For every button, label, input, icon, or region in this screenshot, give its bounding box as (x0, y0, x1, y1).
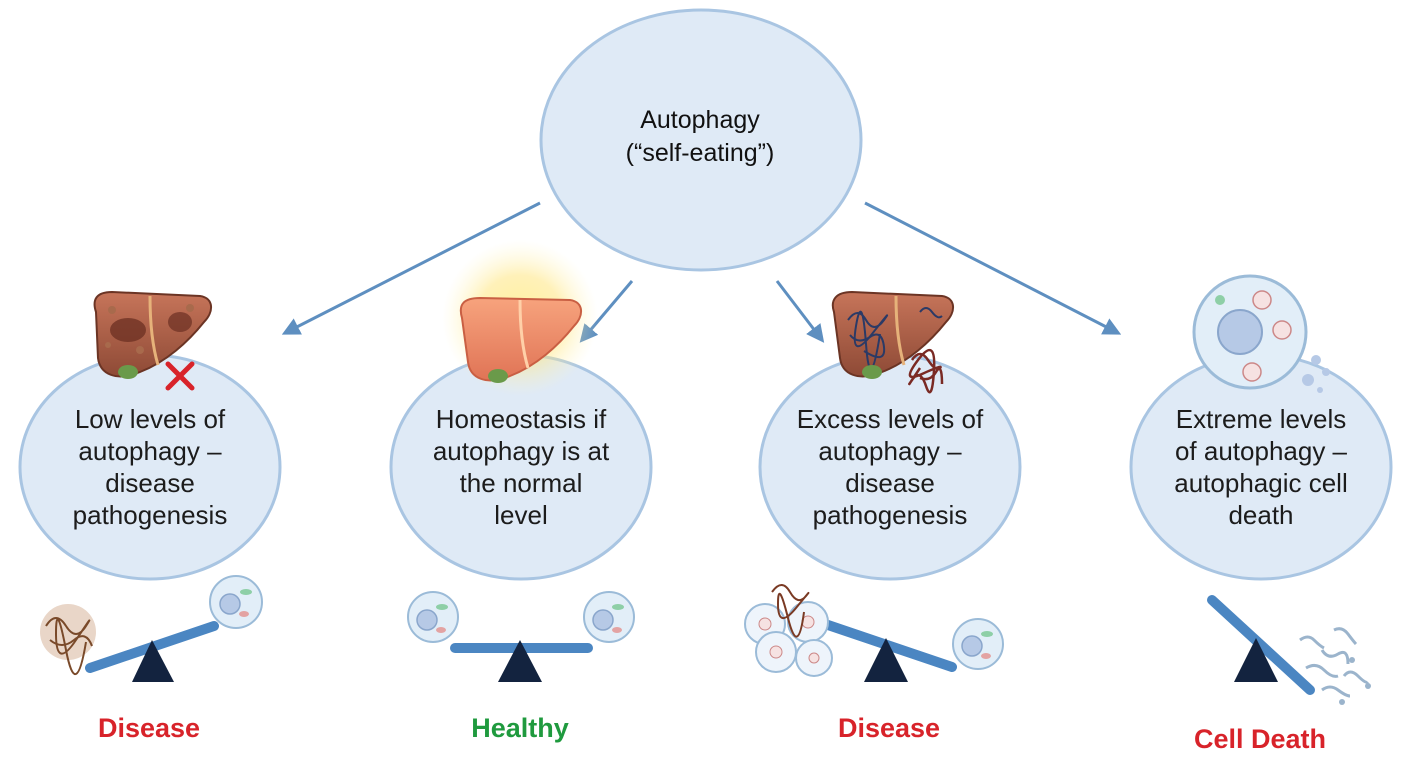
branch-arrows (281, 201, 1122, 343)
normal-level-line3: the normal (459, 468, 583, 498)
fragmented-cell-icon (1299, 627, 1371, 705)
seesaw-normal (407, 591, 635, 682)
seesaw-excess (744, 584, 1004, 682)
arrow-to-extreme (864, 201, 1122, 335)
autophagy-title-line1: Autophagy (640, 106, 760, 134)
extreme-levels-text: Extreme levels of autophagy – autophagic… (1141, 403, 1381, 531)
outcome-healthy: Healthy (471, 713, 569, 743)
extreme-levels-line4: death (1228, 500, 1294, 530)
cell-icon (209, 575, 263, 629)
arrow-to-low (281, 201, 541, 335)
autophagosome-cluster-icon (744, 584, 833, 677)
autophagy-bubble (539, 8, 863, 272)
healthy-liver-icon (459, 296, 582, 383)
cell-icon (407, 591, 459, 643)
damaged-liver-icon (93, 290, 212, 379)
protein-clump-icon (40, 604, 96, 675)
normal-level-line2: autophagy is at (432, 436, 610, 466)
normal-level-text: Homeostasis if autophagy is at the norma… (401, 403, 641, 531)
seesaw-low (40, 575, 263, 682)
cell-icon (952, 618, 1004, 670)
normal-level-line1: Homeostasis if (435, 404, 607, 434)
low-levels-line1: Low levels of (74, 404, 226, 434)
low-levels-text: Low levels of autophagy – disease pathog… (30, 403, 270, 531)
autophagy-title-line2: (“self-eating”) (625, 139, 775, 167)
aggregate-liver-icon (831, 290, 954, 379)
excess-levels-line3: disease (845, 468, 935, 498)
excess-levels-line1: Excess levels of (796, 404, 984, 434)
bursting-cell-icon (1192, 274, 1308, 390)
extreme-levels-line3: autophagic cell (1174, 468, 1348, 498)
outcome-disease-low: Disease (97, 713, 201, 743)
cell-debris-icon (1302, 355, 1330, 393)
excess-levels-line4: pathogenesis (812, 500, 968, 530)
extreme-levels-line1: Extreme levels (1175, 404, 1347, 434)
protein-aggregate-icon (908, 348, 944, 394)
excess-levels-line2: autophagy – (818, 436, 962, 466)
outcome-disease-excess: Disease (837, 713, 941, 743)
outcome-cell-death: Cell Death (1193, 724, 1327, 754)
excess-levels-text: Excess levels of autophagy – disease pat… (770, 403, 1010, 531)
seesaw-extreme (1207, 595, 1371, 705)
arrow-to-excess (775, 280, 825, 343)
low-levels-line4: pathogenesis (72, 500, 228, 530)
low-levels-line3: disease (105, 468, 195, 498)
normal-level-line4: level (494, 500, 548, 530)
autophagy-title: Autophagy (“self-eating”) (560, 104, 840, 170)
extreme-levels-line2: of autophagy – (1174, 436, 1348, 466)
low-levels-line2: autophagy – (78, 436, 222, 466)
cell-icon (583, 591, 635, 643)
red-x-icon (165, 361, 195, 391)
